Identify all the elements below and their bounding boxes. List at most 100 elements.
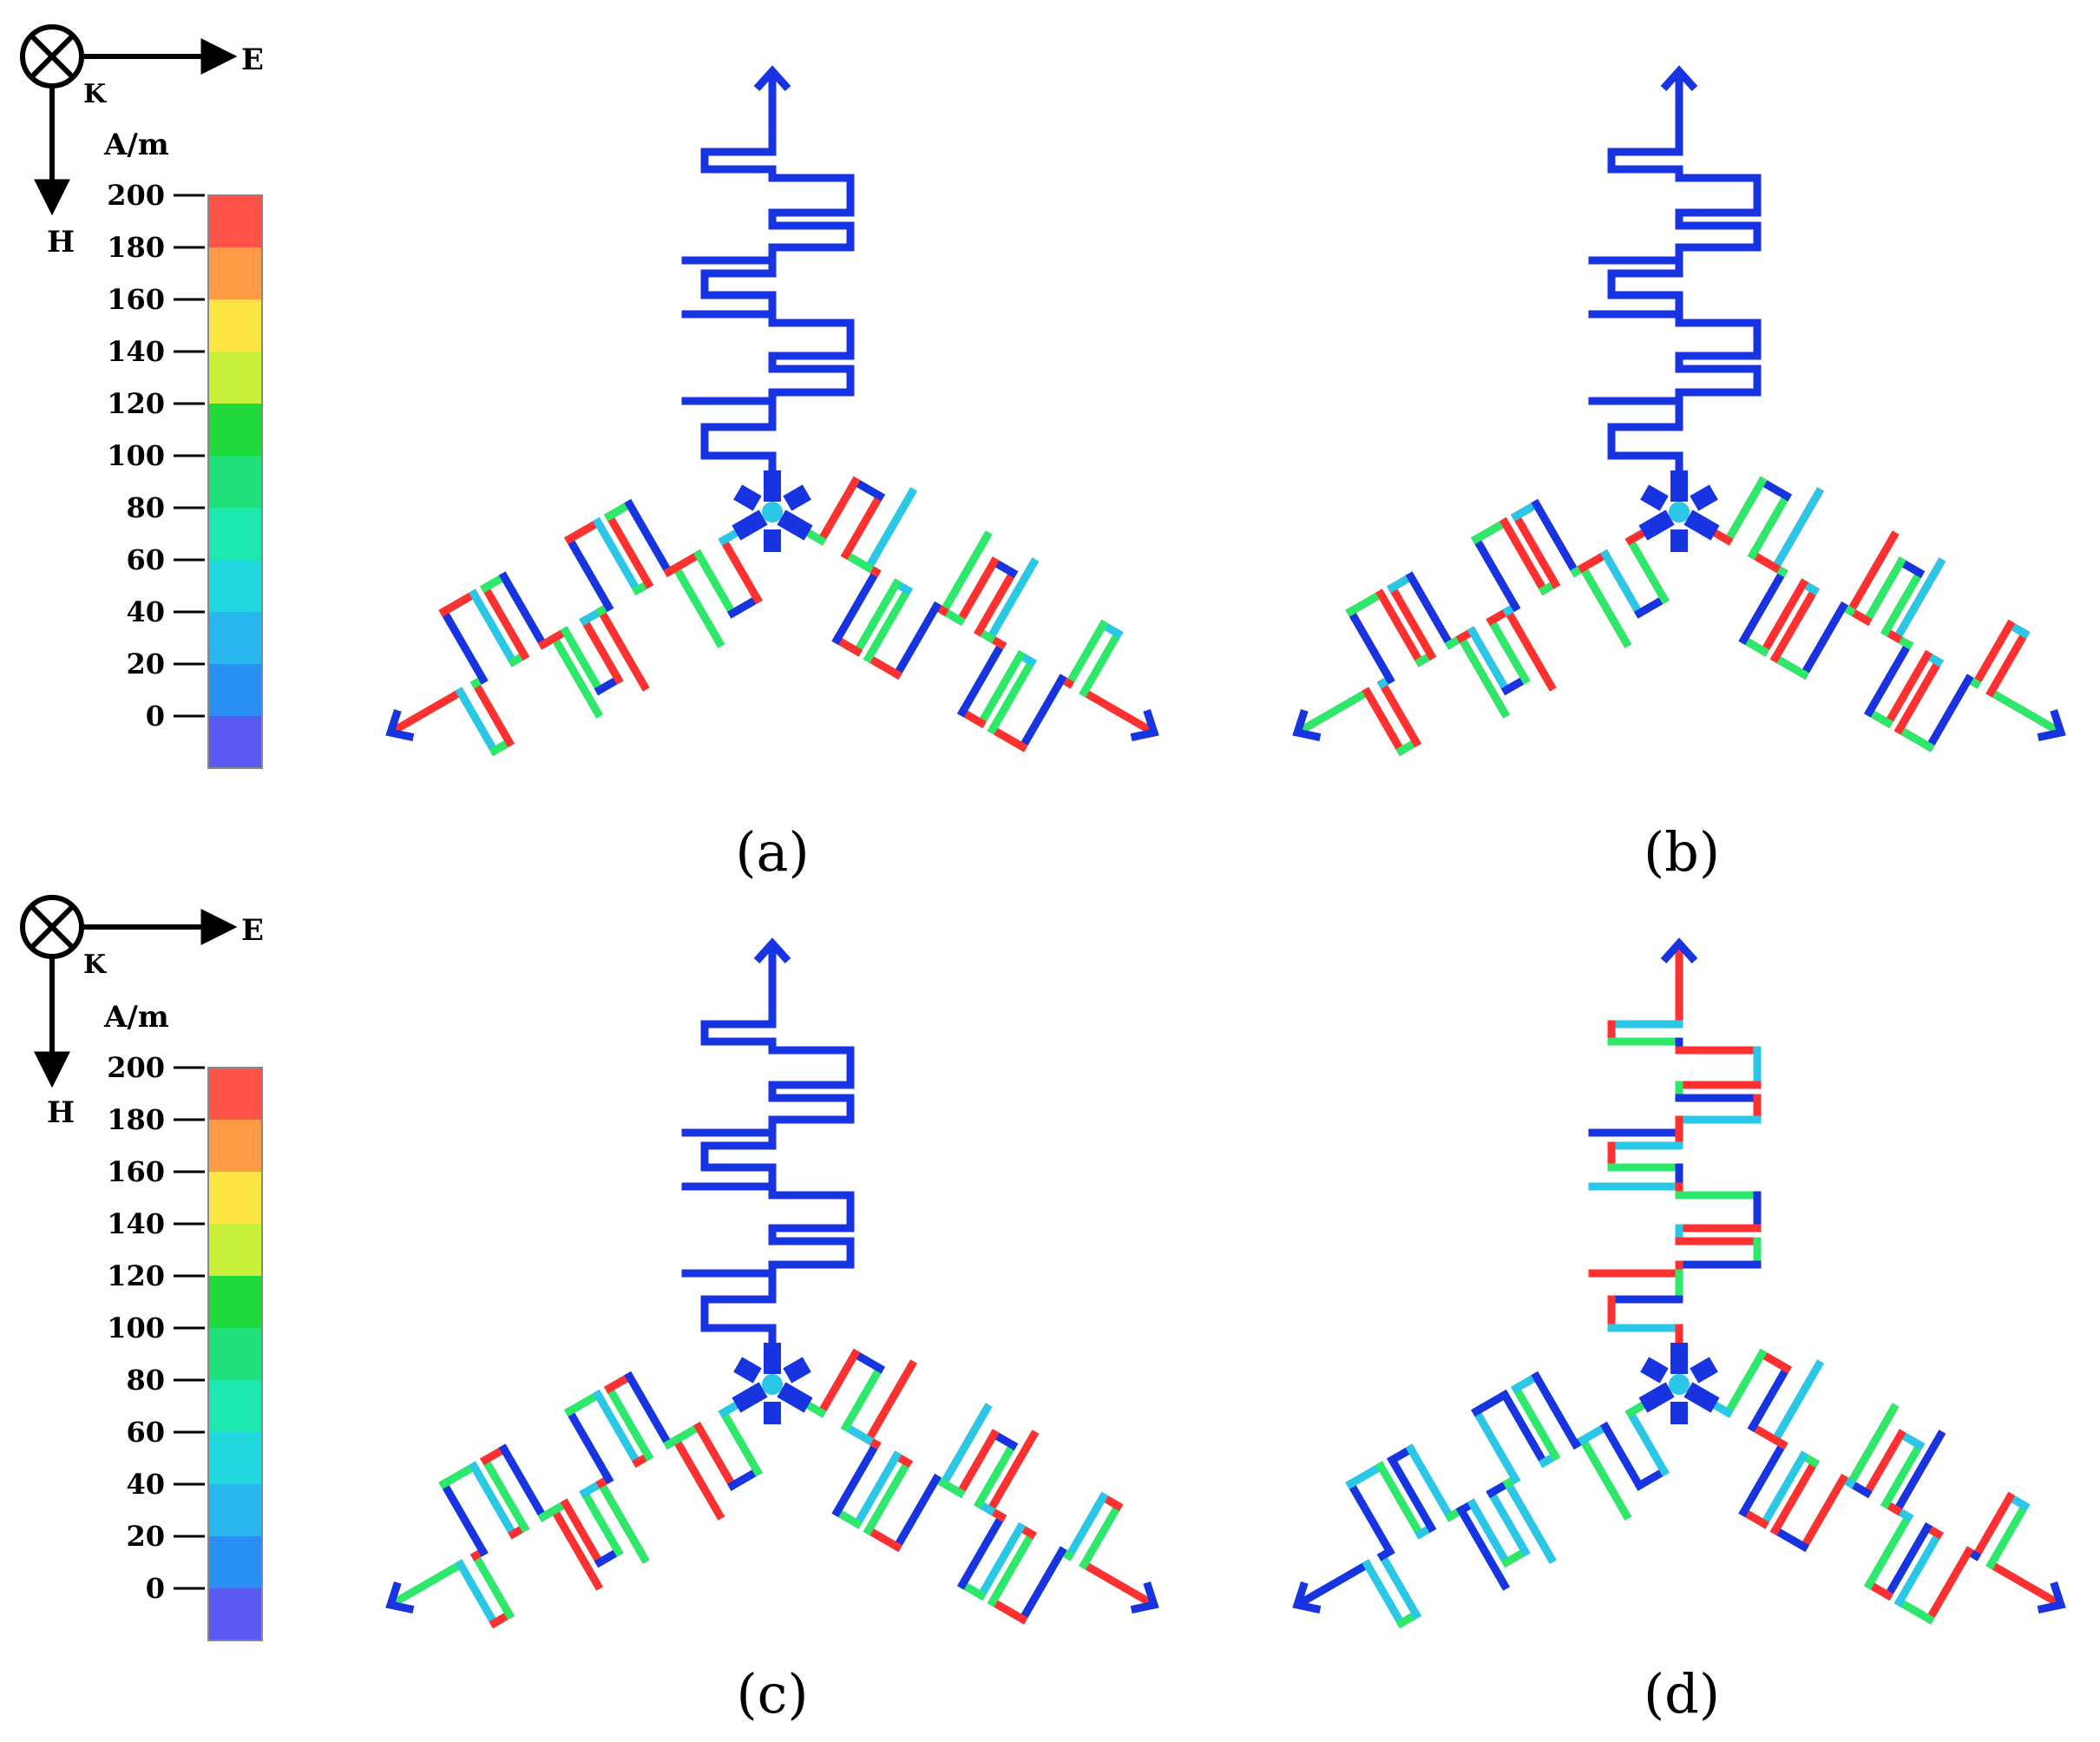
legend-swatch <box>208 195 262 247</box>
current-segment <box>1738 566 1788 646</box>
feed-block <box>1683 1382 1720 1413</box>
current-segment <box>816 1348 861 1418</box>
current-segment <box>469 1461 519 1540</box>
current-segment <box>1486 615 1531 685</box>
caption-c: (c) <box>736 1662 809 1726</box>
current-segment <box>1985 628 2031 698</box>
caption-a: (a) <box>735 820 810 884</box>
axes-indicator-bottom: E K H <box>20 895 264 1130</box>
feed-junction <box>762 1374 783 1395</box>
current-segment <box>1769 1524 1809 1553</box>
legend-tick-label: 180 <box>107 231 165 264</box>
current-segment <box>603 1371 635 1394</box>
legend-swatch <box>208 1276 262 1328</box>
feed-block <box>733 484 762 511</box>
current-segment <box>1375 588 1426 667</box>
current-segment <box>1845 530 1900 617</box>
legend-tick-label: 60 <box>126 1416 165 1449</box>
current-segment <box>840 549 874 574</box>
current-segment <box>1756 476 1793 502</box>
current-segment <box>1376 678 1422 748</box>
feed-block <box>1690 1357 1718 1384</box>
current-segment <box>579 615 624 685</box>
h-label: H <box>47 1095 75 1130</box>
current-segment <box>1063 619 1109 689</box>
legend-tick-label: 160 <box>107 1155 165 1188</box>
current-segment <box>1769 584 1821 664</box>
current-segment <box>1467 626 1512 696</box>
antenna-arm <box>1588 937 1762 1424</box>
current-segment <box>1624 535 1670 605</box>
legend-swatch <box>208 1380 262 1432</box>
current-segment <box>718 535 763 605</box>
legend-swatch <box>208 456 262 508</box>
legend-swatch <box>208 404 262 456</box>
antenna-arm <box>1292 484 1718 757</box>
current-segment <box>564 1389 604 1417</box>
current-segment <box>498 1443 549 1522</box>
current-segment <box>1376 1550 1422 1620</box>
antenna-arm <box>681 65 855 552</box>
current-segment <box>863 1359 917 1446</box>
current-segment <box>564 1405 614 1485</box>
legend-tick-label: 140 <box>107 335 165 368</box>
current-segment <box>1467 1498 1512 1568</box>
current-segment <box>1362 1559 1407 1629</box>
current-segment <box>987 1596 1028 1625</box>
legend-tick-label: 140 <box>107 1207 165 1240</box>
current-segment <box>863 652 902 680</box>
legend-swatch <box>208 1224 262 1276</box>
legend-unit: A/m <box>103 128 169 162</box>
current-segment <box>1798 1473 1848 1553</box>
current-segment <box>1345 606 1395 685</box>
current-segment <box>1863 1511 1914 1590</box>
current-segment <box>1845 1403 1900 1489</box>
antenna-arm <box>385 1357 811 1629</box>
current-segment <box>1892 1430 1946 1516</box>
feed-block <box>1670 1402 1688 1424</box>
current-segment <box>1758 578 1809 657</box>
current-segment <box>987 1528 1037 1607</box>
antenna-arm <box>1640 476 2066 753</box>
current-segment <box>1633 1465 1670 1491</box>
current-segment <box>1486 1487 1531 1557</box>
current-segment <box>956 1511 1007 1590</box>
current-segment <box>1924 1546 1974 1625</box>
current-segment <box>1711 528 1734 546</box>
feed-block <box>732 1382 768 1413</box>
current-segment <box>1624 1407 1670 1477</box>
current-segment <box>726 593 763 619</box>
current-segment <box>840 490 886 561</box>
current-segment <box>1882 649 1933 729</box>
current-segment <box>1985 1500 2031 1570</box>
current-segment <box>387 1559 466 1609</box>
current-segment <box>1893 1528 1944 1607</box>
current-segment <box>1502 1477 1557 1564</box>
current-segment <box>1455 632 1510 719</box>
current-segment <box>1624 1400 1647 1418</box>
legend-tick-label: 200 <box>107 179 165 212</box>
current-segment <box>975 1522 1026 1601</box>
legend-tick-label: 0 <box>146 1572 165 1605</box>
current-segment <box>1970 619 2016 689</box>
panel-c-structure <box>385 937 1159 1629</box>
feed-block <box>783 484 811 511</box>
k-label: K <box>83 79 107 109</box>
feed-block <box>1640 484 1669 511</box>
current-segment <box>1985 687 2064 737</box>
antenna-arm <box>733 1348 1159 1625</box>
current-segment <box>891 601 942 680</box>
current-segment <box>1578 562 1632 648</box>
e-label: E <box>241 913 264 948</box>
feed-block <box>764 1343 781 1374</box>
current-segment <box>1893 1596 1935 1625</box>
current-segment <box>804 1400 827 1418</box>
feed-block <box>1670 1343 1688 1374</box>
arm-end-arrow <box>1660 65 1698 92</box>
current-segment <box>1499 1389 1550 1469</box>
current-segment <box>671 1434 725 1521</box>
current-segment <box>1769 487 1824 574</box>
current-segment <box>438 1461 480 1489</box>
current-segment <box>1531 1371 1581 1450</box>
current-segment <box>1747 1363 1793 1433</box>
